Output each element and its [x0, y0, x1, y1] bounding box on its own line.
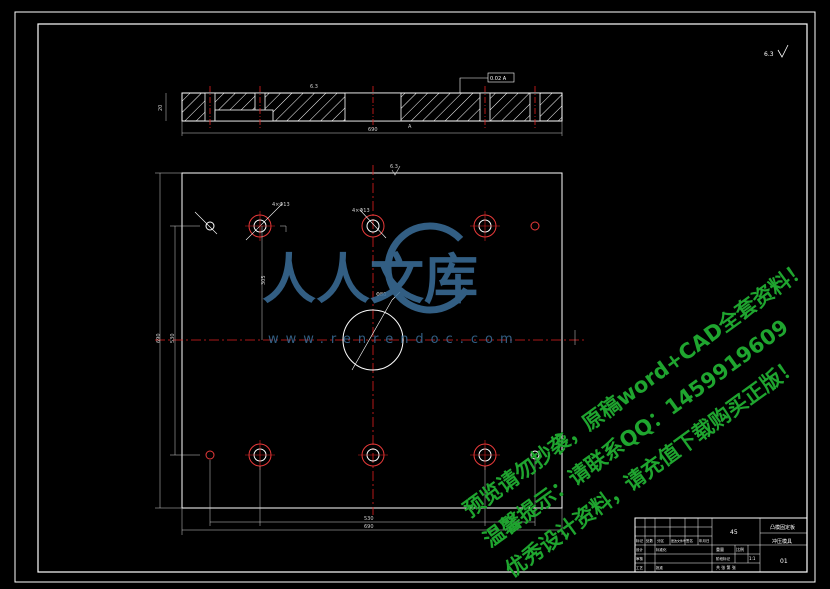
title-sheet-no: 01 — [780, 558, 788, 565]
plan-view: Φ80 4×Φ13 4×Φ13 — [155, 164, 585, 535]
dim-inner-width: 530 — [364, 516, 374, 522]
watermark-logo: 人人文库 www.renrendoc.com — [262, 222, 520, 347]
title-row-docno: 更改文件号 — [671, 538, 686, 543]
hole-top-left-label: 4×Φ13 — [272, 202, 290, 208]
inner-border — [37, 23, 808, 573]
hole-top-center: 4×Φ13 — [352, 208, 387, 239]
pin-top-left — [205, 221, 215, 231]
tolerance-frame — [487, 72, 515, 83]
section-view: 0.02 A 20 690 6.3 A — [158, 72, 563, 136]
tolerance-text: 0.02 A — [490, 76, 507, 82]
title-weight-label: 重量 — [716, 546, 724, 552]
title-row-standard: 标准化 — [656, 547, 667, 552]
watermark-line2: 温馨提示：请联系QQ：1459919609 — [479, 315, 793, 552]
title-block: 45 凸模固定板 冲压模具 01 比例 1:1 重量 共 张 第 张 标记 处数… — [634, 517, 808, 573]
title-scale-value: 1:1 — [749, 556, 756, 561]
title-row-review: 审核 — [636, 556, 644, 561]
title-row-approve: 批准 — [656, 565, 664, 570]
watermark-notice: 预览请勿抄袭，原稿word+CAD全套资料！ 温馨提示：请联系QQ：145991… — [459, 256, 813, 582]
title-row-stage: 阶段标记 — [716, 556, 730, 561]
pin-bottom-left — [205, 450, 215, 460]
title-row-mark: 标记 — [636, 538, 644, 543]
pin-bottom-right — [530, 450, 540, 460]
watermark-logo-text: 人人文库 — [262, 248, 478, 311]
title-name: 凸模固定板 — [770, 524, 795, 531]
title-row-design: 设计 — [636, 547, 644, 552]
roughness-symbol-general: 6.3 — [764, 44, 789, 58]
plan-roughness: 6.3 — [390, 164, 398, 170]
dim-inner-height: 530 — [170, 333, 176, 343]
title-scale-label: 比例 — [736, 546, 744, 552]
center-hole — [342, 309, 404, 371]
watermark-url: www.renrendoc.com — [268, 332, 520, 347]
section-roughness: 6.3 — [310, 84, 318, 90]
title-row-zone: 分区 — [657, 538, 665, 543]
hole-top-center-label: 4×Φ13 — [352, 208, 370, 214]
center-hole-label: Φ80 — [376, 292, 386, 298]
title-row-date: 年月日 — [699, 538, 710, 543]
plate-outline — [181, 172, 563, 509]
title-row-count: 处数 — [646, 538, 654, 543]
roughness-label: 6.3 — [764, 51, 774, 58]
section-datum-a: A — [408, 124, 412, 130]
dim-overall-width: 690 — [364, 524, 374, 530]
dim-hole-spacing-v: 305 — [261, 275, 267, 285]
hole-top-left: 4×Φ13 — [245, 202, 290, 241]
title-project: 冲压模具 — [772, 538, 792, 545]
pin-top-right — [530, 221, 540, 231]
title-material: 45 — [730, 529, 738, 536]
section-thickness-dim: 20 — [158, 105, 164, 111]
title-row-process: 工艺 — [636, 565, 644, 570]
title-sheet-label: 共 张 第 张 — [716, 564, 736, 570]
dim-overall-height: 690 — [156, 333, 162, 343]
outer-border — [14, 11, 816, 583]
section-width-dim: 690 — [368, 127, 378, 133]
title-row-sign: 签名 — [686, 538, 693, 543]
